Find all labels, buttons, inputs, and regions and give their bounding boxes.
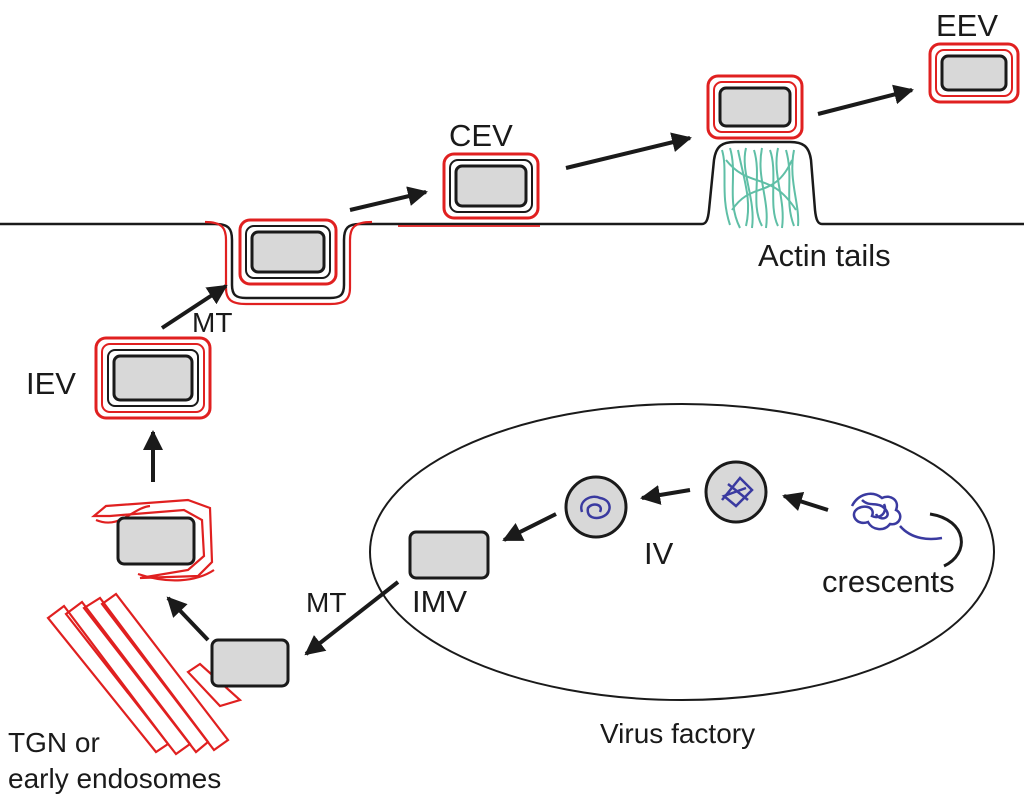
arrow-crescent-to-iv bbox=[782, 491, 829, 512]
plasma-membrane bbox=[0, 140, 1024, 306]
arrow-iv-to-iv bbox=[640, 485, 691, 505]
tgn-cisternae bbox=[46, 592, 243, 756]
virion-fusing bbox=[238, 218, 338, 286]
label-eev: EEV bbox=[936, 8, 998, 43]
label-iev: IEV bbox=[26, 366, 76, 401]
label-tgn-line1: TGN or bbox=[8, 727, 100, 758]
virion-eev bbox=[928, 42, 1020, 104]
arrow-to-eev bbox=[817, 84, 914, 116]
crescent-membranes bbox=[850, 492, 943, 541]
label-mt-lower: MT bbox=[306, 587, 346, 618]
arrow-to-cev bbox=[349, 186, 428, 212]
label-tgn-line2: early endosomes bbox=[8, 763, 221, 794]
arrow-to-transit bbox=[304, 580, 400, 656]
virion-imv bbox=[408, 530, 490, 580]
label-imv: IMV bbox=[412, 584, 467, 619]
arrow-to-fusion bbox=[160, 284, 228, 330]
virus-factory-ellipse bbox=[369, 403, 995, 701]
virion-imv-transit bbox=[210, 638, 290, 688]
pathway-arrows bbox=[143, 84, 914, 656]
crescent-arc bbox=[929, 512, 963, 568]
label-virus-factory: Virus factory bbox=[600, 718, 755, 749]
label-actin-tails: Actin tails bbox=[758, 238, 891, 273]
iv-particle-left bbox=[564, 475, 628, 539]
virion-cev bbox=[442, 152, 540, 220]
actin-tails bbox=[721, 147, 800, 229]
label-crescents: crescents bbox=[822, 564, 955, 599]
label-mt-upper: MT bbox=[192, 307, 232, 338]
arrow-to-wrapping bbox=[166, 596, 210, 642]
iv-particle-right bbox=[704, 460, 768, 524]
label-iv: IV bbox=[644, 536, 674, 571]
virion-wrapping bbox=[116, 516, 196, 566]
arrow-to-imv bbox=[502, 512, 557, 542]
label-cev: CEV bbox=[449, 118, 513, 153]
virion-exiting bbox=[706, 74, 804, 140]
virion-iev bbox=[94, 336, 212, 420]
arrow-to-exit bbox=[565, 132, 692, 170]
